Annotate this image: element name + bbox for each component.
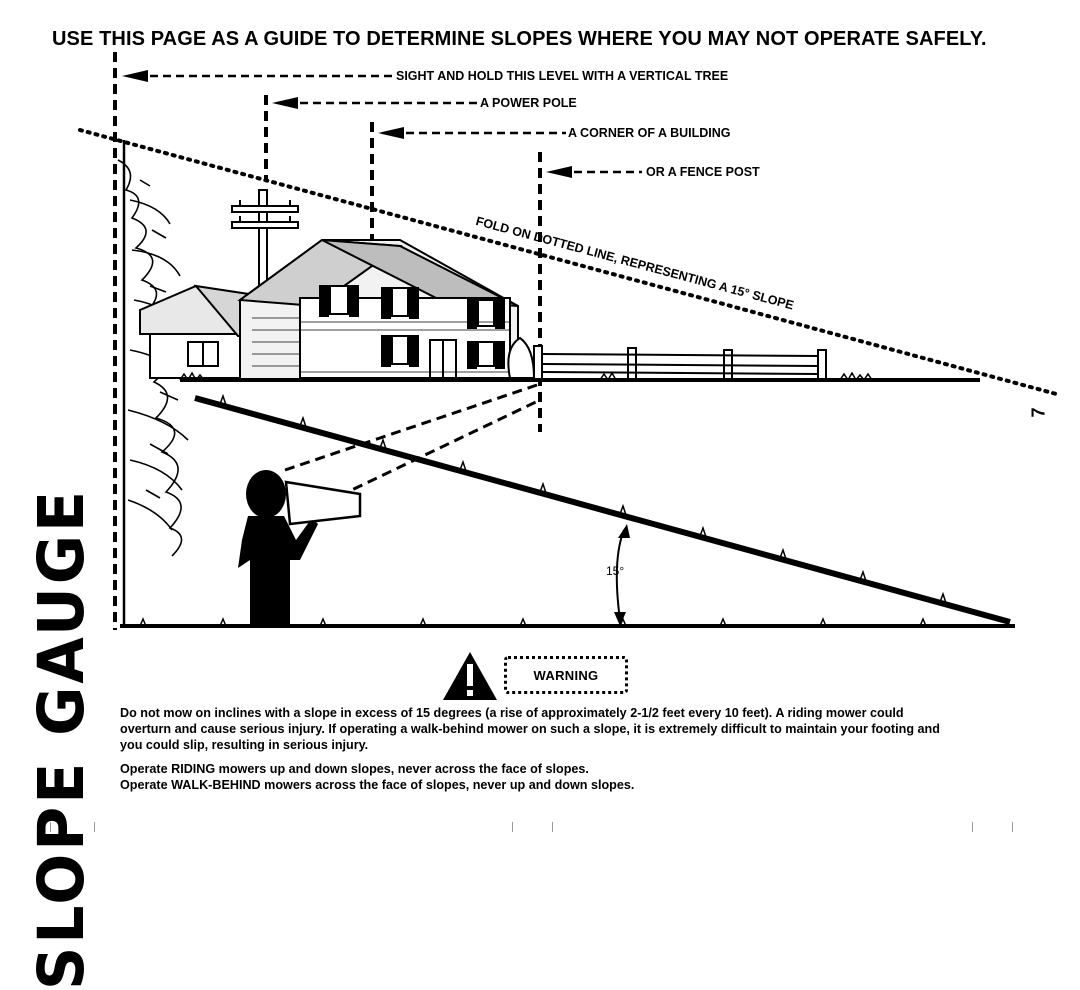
building-corner-label: A CORNER OF A BUILDING [568,126,731,140]
tree-drawing [117,140,189,628]
warning-triangle-icon [443,652,497,700]
edge-mark [1012,822,1013,832]
fold-dotted-line [78,128,1062,397]
building-arrow [378,127,566,139]
gauge-card [284,480,362,526]
angle-label: 15° [606,564,625,578]
pole-arrow [272,97,478,109]
upper-ground [179,371,980,382]
walk-behind-mower-rule: Operate WALK-BEHIND mowers across the fa… [120,778,635,792]
riding-mower-rule: Operate RIDING mowers up and down slopes… [120,762,589,776]
sight-line-upper [284,382,541,472]
tree-arrow [122,70,392,82]
edge-mark [972,822,973,832]
house-drawing [139,238,536,381]
edge-mark [50,822,51,832]
page-number: 7 [1028,407,1049,418]
edge-mark [552,822,553,832]
slope-ground [194,393,1011,625]
warning-badge: WARNING [504,656,628,694]
fence-drawing [533,345,827,381]
person-silhouette [238,470,318,626]
warning-text: Do not mow on inclines with a slope in e… [120,705,950,793]
tree-label: SIGHT AND HOLD THIS LEVEL WITH A VERTICA… [396,69,729,83]
edge-mark [94,822,95,832]
power-pole-label: A POWER POLE [480,96,577,110]
sight-line-lower [309,398,541,512]
slope-gauge-page: USE THIS PAGE AS A GUIDE TO DETERMINE SL… [25,28,1062,990]
warning-paragraph: Do not mow on inclines with a slope in e… [120,706,940,752]
page-heading: USE THIS PAGE AS A GUIDE TO DETERMINE SL… [52,28,987,50]
fence-post-label: OR A FENCE POST [646,165,760,179]
fence-arrow [546,166,642,178]
edge-mark [512,822,513,832]
angle-arc [614,524,630,626]
slope-illustration [78,52,1062,700]
